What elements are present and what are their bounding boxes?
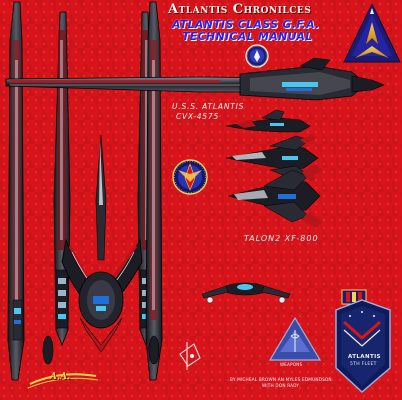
- manual-subtitle-line1: ATLANTIS CLASS G.F.A.: [172, 18, 320, 31]
- page-title: Atlantis Chronilces: [168, 2, 312, 17]
- manual-seal-icon: [245, 44, 269, 68]
- manual-subtitle-line2: TECHNICAL MANUAL: [182, 30, 313, 43]
- fighter-bottom-view: [227, 164, 322, 228]
- left-pylon: [53, 11, 71, 347]
- weapons-badge-label: WEAPONS: [280, 362, 303, 367]
- ship-emblem-icon: [172, 159, 208, 195]
- left-nacelle: [7, 1, 25, 381]
- ship-registry-label: CVX-4575: [176, 112, 220, 121]
- central-hull: [42, 134, 160, 365]
- fighter-front-view: [201, 282, 291, 304]
- aa-logo-icon: [27, 373, 99, 389]
- credits-line2: WITH DON RADY: [262, 383, 300, 388]
- weapons-badge-icon: [268, 316, 322, 361]
- squadron-mark-icon: [179, 342, 201, 370]
- carrier-front-view: [7, 1, 163, 381]
- delta-insignia-icon: [343, 2, 401, 63]
- fleet-emblem-unit: 5TH FLEET: [350, 362, 377, 367]
- carrier-side-view: [5, 57, 385, 101]
- credits-line1: BY MICHEAL BROWN AN MYLES EDMUNDSON: [230, 377, 332, 382]
- fighter-side-view-1: [225, 109, 311, 133]
- fleet-shield-icon: [335, 299, 391, 393]
- fighter-designation-label: TALON2 XF-800: [244, 234, 319, 243]
- right-nacelle: [145, 1, 163, 381]
- aa-logo-label: A.A.: [50, 372, 71, 382]
- ship-name-label: U.S.S. ATLANTIS: [172, 102, 245, 111]
- fleet-emblem-name: ATLANTIS: [348, 354, 381, 360]
